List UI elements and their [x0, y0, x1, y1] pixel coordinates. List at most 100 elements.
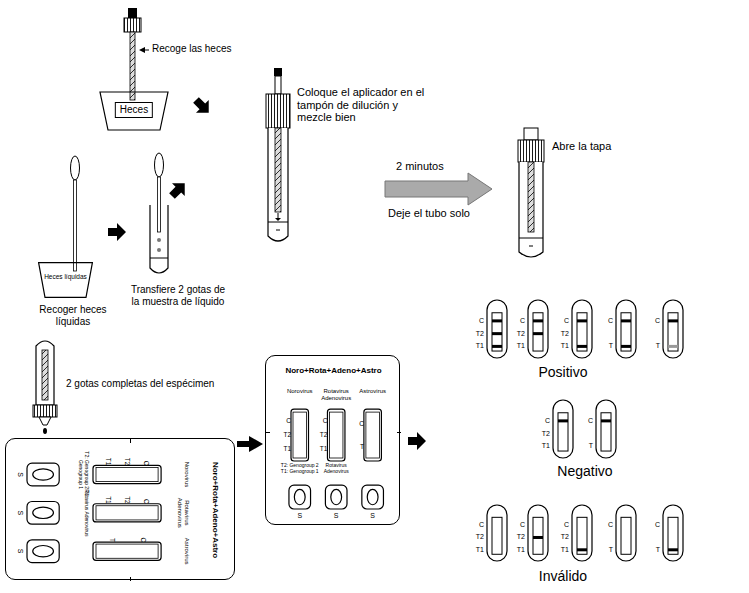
strip-window: [668, 517, 678, 554]
result-band: [492, 345, 502, 348]
cassette-label: S: [370, 512, 375, 520]
line-label: T1: [542, 442, 550, 450]
cassette-label: S: [334, 512, 339, 520]
well-hole: [33, 507, 54, 518]
result-strip: [96, 467, 158, 481]
strip-window: [533, 517, 543, 554]
sample-box: Heces: [115, 102, 153, 118]
test-cassette: Noro+Rota+Adeno+AstroNorovirusRotavirus …: [265, 355, 400, 525]
line-label: T2: [476, 533, 484, 541]
step-label: Coloque el aplicador en el tampón de dil…: [297, 86, 432, 124]
cassette-label: Norovirus: [183, 452, 190, 497]
step-label: Deje el tubo solo: [388, 207, 470, 220]
sample-label: Heces: [120, 104, 148, 116]
step-arrow: [108, 223, 126, 241]
result-window: [93, 504, 161, 522]
leader-arrow: [139, 47, 149, 53]
step-arrow: [166, 177, 191, 202]
line-label: T: [609, 546, 613, 554]
line-label: C: [359, 420, 364, 427]
pipette: [71, 156, 80, 271]
line-label: C: [520, 521, 525, 529]
step-label: Recoge las heces: [152, 43, 232, 55]
test-strip: [528, 300, 548, 358]
result-band: [668, 345, 678, 348]
line-label: T2: [542, 430, 550, 438]
step-label: Transfiere 2 gotas de la muestra de líqu…: [126, 284, 230, 307]
line-label: T1: [476, 546, 484, 554]
cassette-art: [4, 439, 234, 581]
well-hole: [367, 489, 378, 504]
line-label: T1: [476, 342, 484, 350]
test-strip: [487, 505, 507, 561]
cassette-label: S: [16, 472, 24, 477]
test-strip: [487, 300, 507, 358]
sample-well: [27, 540, 59, 563]
strip-window: [621, 517, 631, 554]
well-hole: [294, 489, 305, 504]
strip-window: [577, 313, 587, 351]
cassette-label: S: [297, 512, 302, 520]
line-label: C: [142, 461, 149, 466]
side-notch: [130, 577, 131, 581]
dropper-tube: [33, 341, 57, 434]
sample-well: [325, 485, 347, 509]
line-label: T1: [283, 445, 291, 452]
result-title: Positivo: [538, 364, 587, 380]
well-hole: [331, 489, 342, 504]
open-tube: [518, 128, 544, 257]
line-label: C: [655, 521, 660, 529]
test-strip: [553, 400, 573, 458]
result-band: [558, 419, 568, 422]
result-band: [492, 319, 502, 322]
sample-label: Heces líquidas: [38, 273, 93, 280]
line-label: T: [656, 342, 660, 350]
sample-well: [362, 485, 384, 509]
result-band: [533, 319, 543, 322]
transfer-tube: [150, 153, 168, 273]
well-hole: [33, 469, 54, 480]
sample-well: [289, 485, 311, 509]
line-label: T1: [320, 445, 328, 452]
line-label: C: [323, 418, 328, 425]
step-label: 2 minutos: [396, 160, 444, 173]
test-strip: [663, 505, 683, 561]
strip-window: [492, 517, 502, 554]
swab: [124, 8, 141, 100]
result-window: [93, 465, 161, 483]
sample-well: [27, 463, 59, 486]
line-label: T2: [123, 496, 130, 504]
result-band: [621, 319, 631, 322]
result-strip: [96, 506, 158, 520]
result-band: [533, 332, 543, 335]
line-label: C: [142, 499, 149, 504]
line-label: T2: [517, 330, 525, 338]
result-window: [93, 542, 161, 560]
test-strip: [616, 505, 636, 561]
line-label: T2: [561, 330, 569, 338]
line-label: T1: [561, 342, 569, 350]
cup-content: Heces líquidas: [38, 262, 93, 280]
flow-arrow: [237, 441, 251, 447]
cassette-label: S: [16, 510, 24, 515]
line-label: T1: [105, 458, 112, 466]
cassette-label: Astrovirus: [183, 528, 190, 573]
test-strip: [596, 400, 616, 458]
cassette-title: Noro+Rota+Adeno+Astro: [211, 445, 220, 576]
test-strip: [528, 505, 548, 561]
line-label: C: [479, 521, 484, 529]
test-strip: [572, 300, 592, 358]
line-label: T1: [517, 546, 525, 554]
line-label: C: [564, 317, 569, 325]
test-strip: [572, 505, 592, 561]
result-strip: [293, 412, 307, 458]
well-hole: [33, 546, 54, 557]
line-label: C: [564, 521, 569, 529]
strip-window: [577, 517, 587, 554]
line-label: C: [479, 317, 484, 325]
line-label: C: [545, 417, 550, 425]
result-strips: [487, 300, 683, 561]
line-label: T2: [517, 533, 525, 541]
result-band: [621, 345, 631, 348]
